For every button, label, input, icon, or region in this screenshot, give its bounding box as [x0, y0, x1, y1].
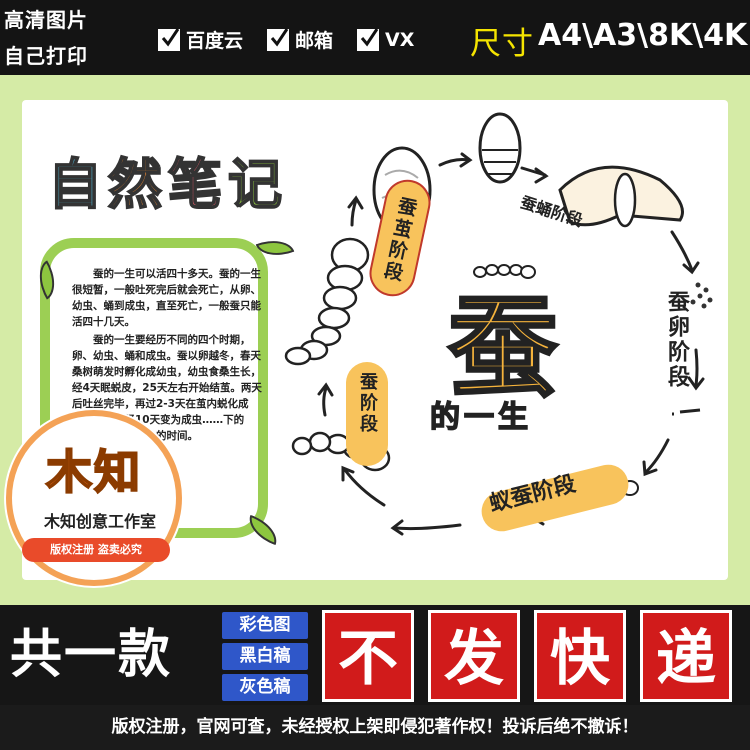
check-baidu: 百度云: [158, 26, 243, 53]
no-express-char: 快: [534, 610, 626, 702]
check-email: 邮箱: [267, 26, 333, 53]
arrow-icon: [350, 198, 358, 227]
hd-label: 高清图片: [4, 8, 88, 32]
stage-pill: [481, 464, 629, 532]
no-express-char: 递: [640, 610, 732, 702]
arrow-icon: [459, 152, 473, 168]
delivery-checks: 百度云 邮箱 VX: [158, 26, 438, 53]
tag-gray: 灰色稿: [222, 674, 308, 701]
no-express-char: 发: [428, 610, 520, 702]
note-title-char: 自: [47, 152, 108, 217]
check-label: 百度云: [186, 30, 244, 52]
note-title-char: 然: [107, 152, 168, 217]
check-label: 邮箱: [295, 30, 334, 52]
stage-pill: [346, 362, 388, 466]
copyright-footer: 版权注册，官网可查，未经授权上架即侵犯著作权！投诉后绝不撤诉！: [0, 705, 750, 750]
tag-color: 彩色图: [222, 612, 308, 639]
arrow-icon: [682, 261, 700, 275]
arrow-icon: [341, 465, 355, 482]
arrow-icon: [343, 468, 386, 507]
top-banner: 高清图片 自己打印 百度云 邮箱 VX 尺寸 A4\A3\8K\4K: [0, 0, 750, 75]
size-label: 尺寸: [470, 26, 534, 62]
note-paragraph: 蚕的一生可以活四十多天。蚕的一生很短暂，一般吐死完后就会死亡，从卵、幼虫、蛹到成…: [72, 268, 261, 328]
size-value: A4\A3\8K\4K: [538, 18, 748, 53]
arrow-icon: [642, 460, 658, 477]
studio-seal: 木知 木知创意工作室 版权注册 盗卖必究: [6, 410, 182, 586]
arrow-icon: [393, 523, 462, 531]
cycle-arrows: [317, 152, 705, 536]
no-express-char: 不: [322, 610, 414, 702]
check-label: VX: [385, 28, 415, 51]
note-title-char: 笔: [167, 152, 228, 217]
tag-bw: 黑白稿: [222, 643, 308, 670]
note-title: 自然笔记: [47, 140, 288, 219]
one-kind-label: 共一款: [10, 625, 173, 685]
studio-logo: 木知: [45, 444, 142, 500]
main-subtitle: 的一生: [429, 399, 532, 436]
checkbox-icon: [158, 27, 180, 51]
arrow-icon: [390, 519, 404, 536]
stage-larva-label: 蚕阶段: [357, 372, 378, 435]
arrow-icon: [670, 230, 694, 272]
silkworm-large-icon: [284, 237, 370, 366]
tiny-larva-icon: [672, 408, 701, 416]
checkbox-icon: [267, 27, 290, 51]
check-vx: VX: [357, 26, 414, 53]
pupa-icon: [478, 112, 522, 184]
studio-name: 木知创意工作室: [43, 512, 156, 531]
arrow-icon: [534, 167, 549, 184]
arrow-icon: [317, 382, 334, 397]
checkbox-icon: [357, 27, 380, 51]
arrow-icon: [322, 386, 328, 417]
main-title-char: 蚕: [447, 283, 560, 414]
egg-icon: [690, 282, 713, 309]
note-title-char: 记: [227, 152, 288, 217]
arrow-icon: [694, 348, 699, 387]
arrow-icon: [644, 438, 670, 474]
pupa-rings: [482, 149, 518, 175]
moth-body: [613, 172, 637, 228]
arrow-icon: [438, 158, 470, 167]
print-label: 自己打印: [4, 44, 88, 68]
arrow-icon: [347, 195, 364, 210]
stage-pill: [369, 179, 431, 297]
stage-egg-label: 蚕卵阶段: [664, 290, 689, 390]
arrow-icon: [687, 376, 705, 391]
copyright-ribbon: 版权注册 盗卖必究: [22, 538, 170, 562]
